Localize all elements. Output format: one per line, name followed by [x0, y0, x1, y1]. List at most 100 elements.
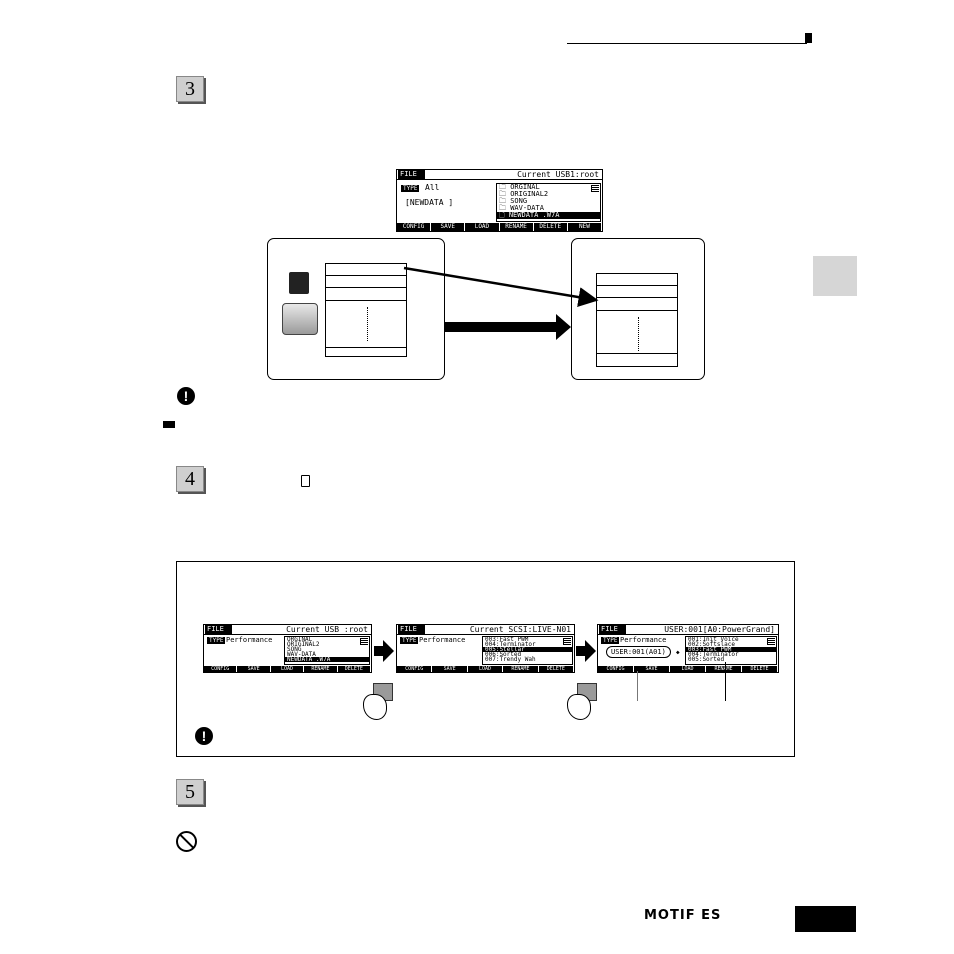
delete-button[interactable]: DELETE — [337, 666, 371, 672]
list-item[interactable]: 🗀 ORGINAL — [499, 183, 540, 191]
rename-button[interactable]: RENAME — [706, 666, 742, 672]
config-button[interactable]: CONFIG — [397, 223, 432, 231]
floppy-icon — [289, 272, 309, 294]
list-item[interactable]: SONG — [287, 646, 302, 653]
type-value[interactable]: All — [425, 183, 440, 192]
list-item-selected[interactable]: NEWDATA .W7A — [285, 657, 369, 663]
current-path: USER:001[A0:PowerGrand] — [664, 625, 775, 634]
current-path: Current USB1:root — [517, 170, 599, 179]
step-arrow-2 — [576, 640, 596, 662]
delete-button[interactable]: DELETE — [533, 223, 568, 231]
page-number-box — [795, 906, 856, 932]
list-item-selected[interactable]: 005:Stellar — [483, 647, 572, 653]
file-list[interactable]: 001:Init Voice 002:Softslace 003:Fast PW… — [685, 636, 777, 665]
procedure-frame — [176, 561, 795, 757]
caution-icon: ! — [177, 387, 195, 405]
destination-memory-panel — [571, 238, 705, 380]
load-direction-arrow — [444, 314, 571, 340]
save-button[interactable]: SAVE — [237, 666, 271, 672]
list-item[interactable]: 001:Init Voice — [688, 636, 739, 643]
lcd-screen-top: FILE Current USB1:root TYPE All [NEWDATA… — [396, 169, 603, 232]
hand-press-icon — [363, 694, 387, 720]
scrollbar[interactable] — [591, 185, 599, 192]
prohibited-icon — [176, 831, 197, 852]
file-list[interactable]: 🗀 ORGINAL 🗀 ORIGINAL2 🗀 SONG 🗀 WAV-DATA … — [496, 183, 601, 222]
callout-line-list — [725, 662, 726, 701]
list-item[interactable]: 004:Terminator — [485, 641, 536, 648]
list-item-selected[interactable]: 🗋 NEWDATA .W7A — [497, 212, 600, 219]
header-marker — [805, 33, 812, 43]
list-item[interactable]: 🗀 SONG — [499, 197, 528, 205]
callout-line-user — [637, 671, 638, 701]
note-icon — [163, 421, 175, 428]
list-item-selected[interactable]: 003:Fast PWM — [686, 647, 776, 653]
list-item[interactable]: 005:Sorted — [688, 656, 725, 663]
scrollbar[interactable] — [767, 638, 775, 645]
rename-button[interactable]: RENAME — [499, 223, 534, 231]
list-item[interactable]: ORIGINAL2 — [287, 641, 320, 648]
lcd-header: FILE Current USB1:root — [397, 170, 602, 180]
function-bar: CONFIG SAVE LOAD RENAME DELETE — [204, 666, 371, 672]
type-badge: TYPE — [400, 637, 419, 644]
rename-button[interactable]: RENAME — [304, 666, 338, 672]
list-item[interactable]: 002:Softslace — [688, 641, 735, 648]
scrollbar[interactable] — [563, 638, 571, 645]
config-button[interactable]: CONFIG — [598, 666, 634, 672]
type-value[interactable]: Performance — [620, 636, 667, 644]
list-item[interactable]: WAV-DATA — [287, 651, 316, 658]
function-bar: CONFIG SAVE LOAD RENAME DELETE — [397, 666, 574, 672]
save-button[interactable]: SAVE — [431, 223, 466, 231]
file-tag: FILE — [398, 625, 425, 634]
load-button[interactable]: LOAD — [467, 666, 504, 672]
file-name-value[interactable]: [NEWDATA ] — [405, 198, 454, 207]
file-tag: FILE — [398, 170, 425, 179]
brand-logo: MOTIF ES — [644, 908, 722, 923]
delete-button[interactable]: DELETE — [742, 666, 778, 672]
save-button[interactable]: SAVE — [432, 666, 468, 672]
load-button[interactable]: LOAD — [670, 666, 706, 672]
new-button[interactable]: NEW — [567, 223, 602, 231]
delete-button[interactable]: DELETE — [538, 666, 574, 672]
usb-drive-icon — [282, 303, 318, 335]
type-value[interactable]: Performance — [419, 636, 466, 644]
file-list[interactable]: ORGINAL ORIGINAL2 SONG WAV-DATA NEWDATA … — [284, 636, 370, 665]
load-button[interactable]: LOAD — [465, 223, 500, 231]
user-destination-field[interactable]: USER:001(A01) — [606, 646, 671, 658]
config-button[interactable]: CONFIG — [397, 666, 433, 672]
file-copy-arrow — [403, 266, 599, 307]
source-media-panel — [267, 238, 445, 380]
step-5-badge: 5 — [176, 779, 204, 805]
save-button[interactable]: SAVE — [634, 666, 670, 672]
type-value[interactable]: Performance — [226, 636, 273, 644]
file-icon — [301, 475, 310, 487]
type-badge: TYPE — [207, 637, 226, 644]
lcd-screen-b: FILE Current SCSI:LIVE-N01 TYPE Performa… — [396, 624, 575, 673]
destination-list-box — [596, 273, 678, 367]
config-button[interactable]: CONFIG — [204, 666, 238, 672]
hand-press-icon — [567, 694, 591, 720]
list-item[interactable]: 004:Terminator — [688, 651, 739, 658]
step-arrow-1 — [374, 640, 394, 662]
list-item[interactable]: 003:Fast PWM — [485, 636, 529, 643]
list-item[interactable]: 🗀 WAV-DATA — [499, 204, 544, 212]
list-item[interactable]: ORGINAL — [287, 636, 313, 643]
scrollbar[interactable] — [360, 638, 368, 645]
list-item[interactable]: 006:Sorted — [485, 651, 522, 658]
file-list[interactable]: 003:Fast PWM 004:Terminator 005:Stellar … — [482, 636, 573, 665]
current-path: Current SCSI:LIVE-N01 — [469, 625, 571, 634]
function-bar: CONFIG SAVE LOAD RENAME DELETE — [598, 666, 778, 672]
step-4-badge: 4 — [176, 466, 204, 492]
current-path: Current USB :root — [286, 625, 368, 634]
step-3-badge: 3 — [176, 76, 204, 102]
function-bar: CONFIG SAVE LOAD RENAME DELETE NEW — [397, 223, 602, 231]
list-item[interactable]: 007:Trendy Wah — [485, 656, 536, 663]
file-tag: FILE — [599, 625, 626, 634]
rename-button[interactable]: RENAME — [503, 666, 539, 672]
lcd-screen-c: FILE USER:001[A0:PowerGrand] TYPE Perfor… — [597, 624, 779, 673]
header-rule — [567, 43, 807, 44]
type-badge: TYPE — [401, 185, 420, 192]
caution-icon: ! — [195, 727, 213, 745]
load-button[interactable]: LOAD — [270, 666, 305, 672]
list-item[interactable]: 🗀 ORIGINAL2 — [499, 190, 549, 198]
